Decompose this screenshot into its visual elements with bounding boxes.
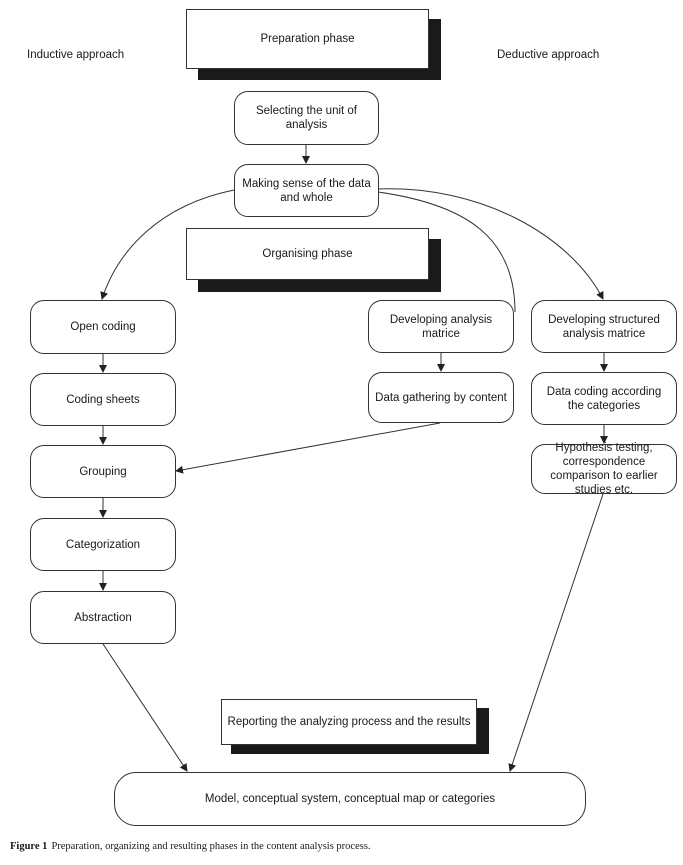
making-sense-node: Making sense of the data and whole [234,164,379,217]
data-gathering-node: Data gathering by content [368,372,514,423]
caption-label: Figure 1 [10,841,48,852]
arrow-making-sense-to-open-coding [100,189,235,300]
open-coding-node: Open coding [30,300,176,354]
coding-sheets-node: Coding sheets [30,373,176,426]
arrow-hypothesis-to-model [508,493,604,772]
reporting-phase-box: Reporting the analyzing process and the … [221,699,477,745]
arrow-abstraction-to-model [102,643,188,772]
hypothesis-testing-node: Hypothesis testing, correspondence compa… [531,442,677,496]
deductive-approach-label: Deductive approach [497,49,600,61]
developing-analysis-matrice-node: Developing analysis matrice [368,300,514,353]
arrow-data-gathering-to-grouping [175,422,441,474]
model-node: Model, conceptual system, conceptual map… [114,772,586,826]
abstraction-node: Abstraction [30,591,176,644]
developing-structured-node: Developing structured analysis matrice [531,300,677,353]
selecting-unit-node: Selecting the unit of analysis [234,91,379,145]
grouping-node: Grouping [30,445,176,498]
data-coding-node: Data coding according the categories [531,372,677,425]
caption-text: Preparation, organizing and resulting ph… [51,841,371,852]
inductive-approach-label: Inductive approach [27,49,125,61]
arrow-making-sense-to-structured [377,188,604,300]
preparation-phase-box: Preparation phase [186,9,429,69]
categorization-node: Categorization [30,518,176,571]
organising-phase-box: Organising phase [186,228,429,280]
arrow-making-sense-to-analysis-matrice [377,191,516,313]
